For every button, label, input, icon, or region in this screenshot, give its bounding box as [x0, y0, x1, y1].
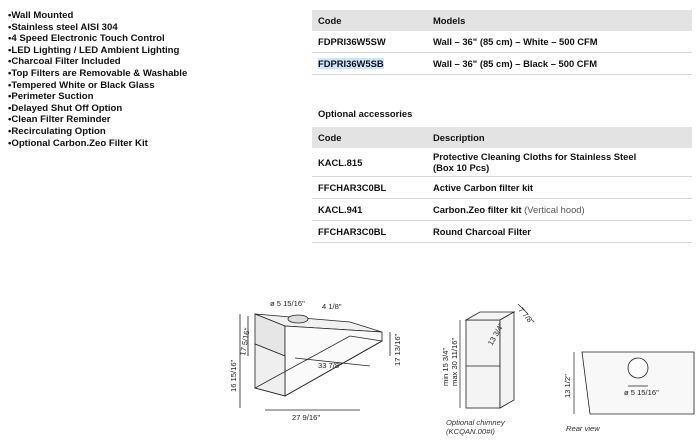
dim-label: 4 1/8": [322, 302, 342, 311]
rear-view-drawing: 13 1/2" ø 5 15/16": [563, 351, 695, 415]
dim-label: 27 9/16": [292, 413, 320, 422]
chimney-caption: Optional chimney (KCQAN.00#I): [446, 418, 505, 436]
table-row: KACL.941 Carbon.Zeo filter kit (Vertical…: [312, 198, 692, 221]
selected-text[interactable]: FDPRI36W5SB: [318, 58, 384, 69]
accessory-code: FFCHAR3C0BL: [312, 176, 427, 199]
model-description: Wall – 36" (85 cm) – White – 500 CFM: [427, 31, 692, 53]
accessory-code: KACL.815: [312, 148, 427, 177]
accessory-description: Protective Cleaning Cloths for Stainless…: [427, 148, 692, 177]
col-header-description: Description: [427, 127, 692, 148]
dim-label: max 30 11/16": [450, 338, 459, 386]
chimney-caption-line1: Optional chimney: [446, 418, 505, 427]
feature-item: •Tempered White or Black Glass: [8, 79, 155, 91]
feature-item: •Charcoal Filter Included: [8, 56, 121, 68]
dim-label: ø 5 15/16": [270, 299, 305, 308]
accessories-title: Optional accessories: [318, 108, 413, 119]
accessories-table: Code Description KACL.815 Protective Cle…: [312, 127, 692, 243]
col-header-code: Code: [312, 10, 427, 31]
hood-dimension-drawing: ø 5 15/16" 4 1/8" 17 5/16" 17 13/16" 33 …: [229, 299, 402, 422]
rear-view-caption: Rear view: [566, 424, 600, 433]
dim-label: 33 7/8": [318, 361, 342, 370]
table-row: FFCHAR3C0BL Round Charcoal Filter: [312, 220, 692, 243]
accessory-description: Active Carbon filter kit: [427, 176, 692, 199]
accessory-desc: Round Charcoal Filter: [433, 226, 531, 237]
accessory-desc: Active Carbon filter kit: [433, 182, 534, 193]
table-header-row: Code Models: [312, 10, 692, 31]
dim-label: 16 15/16": [229, 359, 238, 392]
feature-item: •Optional Carbon.Zeo Filter Kit: [8, 137, 148, 149]
accessory-code: KACL.941: [312, 198, 427, 221]
table-header-row: Code Description: [312, 127, 692, 148]
feature-item: •Delayed Shut Off Option: [8, 102, 123, 114]
feature-item: •LED Lighting / LED Ambient Lighting: [8, 44, 180, 56]
accessory-description: Round Charcoal Filter: [427, 220, 692, 243]
dim-label: ø 5 15/16": [624, 388, 659, 397]
dim-label: 17 13/16": [393, 333, 402, 366]
col-header-code: Code: [312, 127, 427, 148]
table-row: FDPRI36W5SW Wall – 36" (85 cm) – White –…: [312, 31, 692, 53]
models-table: Code Models FDPRI36W5SW Wall – 36" (85 c…: [312, 10, 692, 75]
accessory-desc: Carbon.Zeo filter kit: [433, 204, 522, 215]
dim-label: 7 7/8": [516, 306, 536, 327]
feature-item: •Top Filters are Removable & Washable: [8, 67, 188, 79]
feature-item: •Perimeter Suction: [8, 91, 94, 103]
accessory-code: FFCHAR3C0BL: [312, 220, 427, 243]
accessory-desc-line2: (Box 10 Pcs): [433, 162, 490, 173]
feature-item: •Recirculating Option: [8, 125, 106, 137]
feature-list: •Wall Mounted •Stainless steel AISI 304 …: [8, 10, 187, 149]
chimney-caption-line2: (KCQAN.00#I): [446, 427, 495, 436]
accessory-note: (Vertical hood): [524, 204, 585, 215]
dim-label: 13 1/2": [563, 374, 572, 398]
feature-item: •4 Speed Electronic Touch Control: [8, 33, 165, 45]
col-header-models: Models: [427, 10, 692, 31]
table-row: FDPRI36W5SB Wall – 36" (85 cm) – Black –…: [312, 52, 692, 75]
model-code: FDPRI36W5SB: [312, 52, 427, 75]
feature-item: •Wall Mounted: [8, 10, 74, 21]
table-row: FFCHAR3C0BL Active Carbon filter kit: [312, 176, 692, 199]
accessory-desc-line1: Protective Cleaning Cloths for Stainless…: [433, 151, 637, 162]
accessory-description: Carbon.Zeo filter kit (Vertical hood): [427, 198, 692, 221]
feature-item: •Clean Filter Reminder: [8, 114, 111, 126]
feature-item: •Stainless steel AISI 304: [8, 21, 118, 33]
model-description: Wall – 36" (85 cm) – Black – 500 CFM: [427, 52, 692, 75]
chimney-dimension-drawing: 7 7/8" 13 3/4" min 15 3/4" max 30 11/16": [441, 303, 536, 409]
dim-label: min 15 3/4": [441, 348, 450, 386]
table-row: KACL.815 Protective Cleaning Cloths for …: [312, 148, 692, 177]
model-code: FDPRI36W5SW: [312, 31, 427, 53]
